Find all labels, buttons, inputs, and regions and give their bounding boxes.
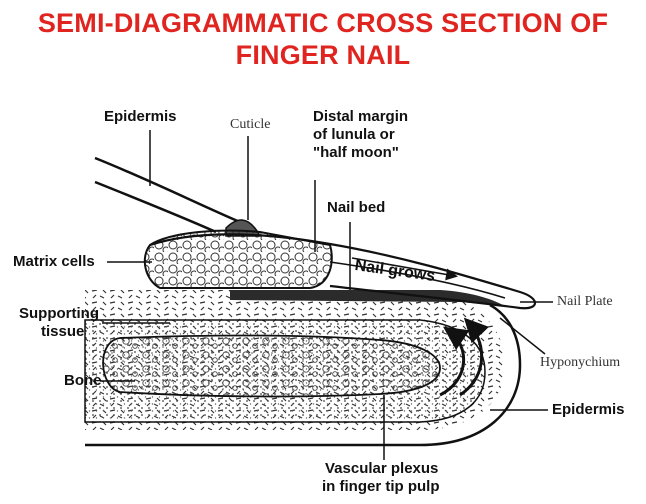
leader-hyponychium <box>500 318 545 354</box>
label-matrix-cells: Matrix cells <box>13 253 95 271</box>
label-vascular-line2: in finger tip pulp <box>322 478 439 496</box>
label-nail-plate: Nail Plate <box>557 293 613 311</box>
label-distal-margin-line1: Distal margin <box>313 108 408 126</box>
label-vascular-line1: Vascular plexus <box>325 460 438 478</box>
label-cuticle: Cuticle <box>230 116 270 134</box>
label-epidermis-bottom: Epidermis <box>552 401 625 419</box>
label-supporting-line1: Supporting <box>19 305 99 323</box>
label-nail-bed: Nail bed <box>327 199 385 217</box>
epidermis-upper-fold-inner <box>95 182 216 232</box>
label-distal-margin-line3: "half moon" <box>313 144 399 162</box>
label-hyponychium: Hyponychium <box>540 354 620 372</box>
label-distal-margin-line2: of lunula or <box>313 126 395 144</box>
label-bone: Bone <box>64 372 102 390</box>
label-supporting-line2: tissue <box>41 323 84 341</box>
label-epidermis-top: Epidermis <box>104 108 177 126</box>
bone-shape <box>103 336 440 397</box>
epidermis-upper-fold <box>95 158 248 230</box>
